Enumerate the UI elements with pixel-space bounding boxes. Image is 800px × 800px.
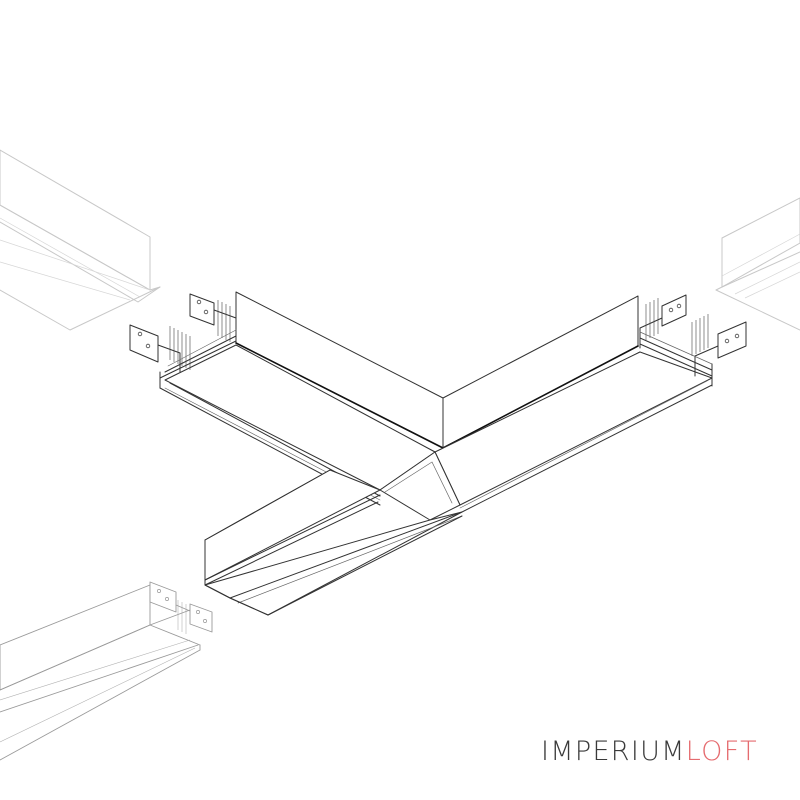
right-mounting-clips — [639, 294, 747, 387]
left-mounting-clips — [129, 293, 237, 389]
lower-left-profile — [0, 581, 213, 761]
t-connector-body — [159, 291, 713, 616]
upper-left-profile — [0, 149, 161, 331]
upper-right-profile — [715, 197, 800, 331]
logo-text-loft: LOFT — [685, 736, 758, 767]
imperiumloft-logo: IMPERIUMLOFT — [541, 732, 758, 772]
logo-text-imperium: IMPERIUM — [541, 736, 686, 767]
